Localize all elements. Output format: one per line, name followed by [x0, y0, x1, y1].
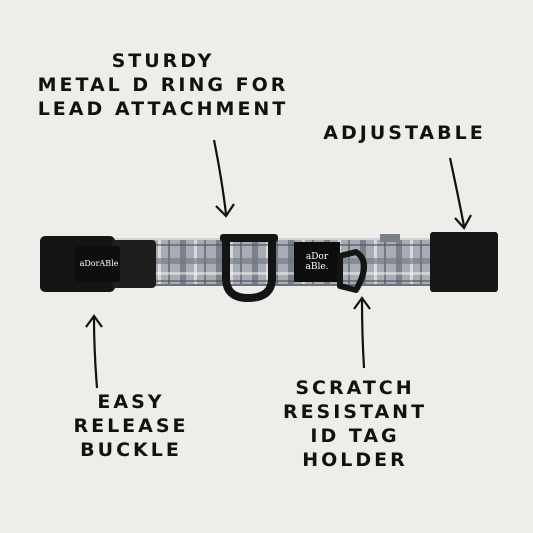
callout-scratch-resistant-tag-holder: SCRATCH RESISTANT ID TAG HOLDER [270, 376, 440, 472]
callout-line: RELEASE [73, 415, 189, 437]
tag-logo: aDor aBle. [294, 252, 340, 272]
arrow-icon-sturdy [212, 139, 228, 215]
callout-line: ID TAG [310, 425, 400, 447]
arrow-head-easy [85, 314, 103, 328]
callout-line: METAL D RING FOR [37, 74, 289, 96]
d-ring-icon [222, 240, 276, 302]
tag-logo-line-2: aBle. [305, 262, 329, 272]
arrow-icon-scratch [360, 299, 366, 369]
strap-loop [380, 234, 400, 242]
strap-end-right [430, 232, 498, 292]
tag-holder-ring [337, 249, 367, 293]
buckle-logo: aDorABle [79, 259, 119, 268]
callout-line: EASY [97, 391, 165, 413]
arrow-icon-easy [92, 317, 99, 389]
callout-line: RESISTANT [282, 401, 428, 423]
callout-line: LEAD ATTACHMENT [37, 98, 289, 120]
arrow-head-adjustable [454, 214, 472, 230]
callout-line: ADJUSTABLE [323, 122, 486, 144]
brand-label-patch [294, 242, 340, 282]
arrow-head-sturdy [215, 203, 235, 218]
callout-adjustable: ADJUSTABLE [312, 121, 497, 145]
callout-line: STURDY [111, 50, 215, 72]
buckle-icon [40, 236, 156, 292]
callout-sturdy-d-ring: STURDY METAL D RING FOR LEAD ATTACHMENT [28, 49, 298, 121]
d-ring-bar [220, 234, 278, 242]
callout-line: HOLDER [302, 449, 408, 471]
arrow-head-scratch [353, 296, 371, 310]
arrow-icon-adjustable [448, 157, 466, 227]
callout-line: SCRATCH [295, 377, 415, 399]
tag-logo-line-1: aDor [305, 252, 329, 262]
callout-line: BUCKLE [80, 439, 182, 461]
callout-easy-release-buckle: EASY RELEASE BUCKLE [66, 390, 196, 462]
